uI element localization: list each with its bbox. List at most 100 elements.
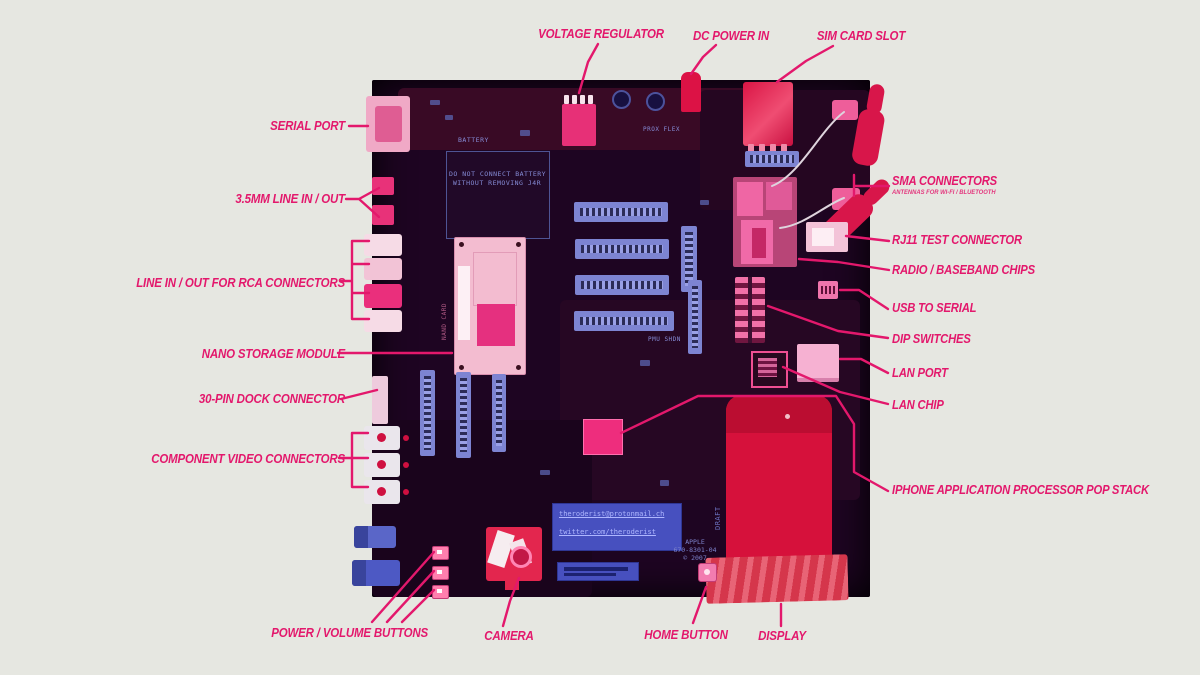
battery-silkscreen: BATTERY [458,136,489,144]
slot-pins [496,380,502,446]
indicator-dot [403,435,409,441]
smd-component [640,360,650,366]
copyright-text: © 2007 [683,554,707,562]
module-screw [516,365,521,370]
serial-port-shell [375,106,402,142]
dock-connector-30pin [372,376,388,424]
component-video-connector [364,453,400,477]
nano-storage-module [454,237,526,375]
label-rj11-test-connector: RJ11 TEST CONNECTOR [892,233,1022,247]
leader-power-volume [370,550,436,624]
warning-line1: DO NOT CONNECT BATTERY [449,170,547,178]
label-app-processor-pop-stack: IPHONE APPLICATION PROCESSOR POP STACK [892,483,1149,497]
dip-gap [748,277,752,343]
leader-dc-power [689,43,718,76]
audio-jack-35mm [372,205,394,225]
expansion-slot [575,239,669,259]
leader-camera [501,576,521,628]
warning-line2: WITHOUT REMOVING J4R [452,179,542,187]
component-video-connector [364,426,400,450]
nand-chip [477,304,515,346]
regulator-pin [588,95,593,104]
lan-chip-component [751,351,788,388]
expansion-slot-vertical [688,280,702,354]
contact-twitter: twitter.com/theroderist [559,528,656,536]
leader-usb-serial [838,288,890,311]
camera-flex-tail [505,579,519,590]
connector-pin [377,433,386,442]
earpiece-dot [785,414,790,419]
label-camera: CAMERA [484,629,534,643]
indicator-dot [403,489,409,495]
label-nano-storage-module: NANO STORAGE MODULE [201,347,345,361]
smd-component [520,130,530,136]
battery-warning-text: DO NOT CONNECT BATTERY WITHOUT REMOVING … [449,170,547,188]
power-volume-button [432,566,449,580]
leader-lan-port [838,357,890,375]
sim-card-slot-component [743,82,793,154]
slot-pins [692,286,698,348]
slot-pins [580,317,668,325]
part-number-text: 670-8301-04 [673,546,717,554]
label-dock-connector: 30-PIN DOCK CONNECTOR [198,392,345,406]
leader-radio [797,257,891,272]
expansion-slot-vertical [492,374,506,452]
rca-connector [364,234,402,256]
rj11-opening [812,228,834,246]
antenna-wire [771,111,845,187]
barrel-connector [354,526,396,548]
label-sma-sublabel: ANTENNAS FOR WI-FI / BLUETOOTH [892,189,996,196]
home-button-component [698,563,717,582]
leader-dip-switches [766,304,890,340]
module-connector-strip [458,266,470,340]
maker-text: APPLE [685,538,705,546]
battery-warning-outline [446,151,550,239]
label-dip-switches: DIP SWITCHES [892,332,971,346]
component-pins [821,286,835,294]
label-power-volume-buttons: POWER / VOLUME BUTTONS [271,626,428,640]
module-screw [516,242,521,247]
voltage-regulator-component [562,95,596,146]
radio-chip-core [752,228,766,258]
chip-core [758,358,777,377]
leader-home-button [691,585,708,625]
button-core [437,550,442,554]
leader-sma [852,173,891,198]
expansion-slot [574,311,674,331]
expansion-slot-vertical [420,370,435,456]
label-lan-port: LAN PORT [892,366,948,380]
leader-voltage-regulator [577,42,600,95]
slot-pins [581,281,663,289]
rca-connector [364,258,402,280]
label-display: DISPLAY [758,629,806,643]
expansion-slot-vertical [456,372,471,458]
label-radio-baseband-chips: RADIO / BASEBAND CHIPS [892,263,1035,277]
screw-hole [646,92,665,111]
baseband-chip [737,182,763,216]
regulator-pin [580,95,585,104]
sma-connector-base [832,100,858,120]
prox-flex-silkscreen: PROX FLEX [643,126,681,133]
display-top-band [726,395,832,433]
rca-connector [364,310,402,332]
component-video-connector [364,480,400,504]
radio-baseband-module [733,177,797,267]
expansion-slot-vertical [681,226,697,292]
contact-email: theroderist@protonmail.ch [559,510,665,518]
serial-port-connector [366,96,410,152]
connector-cap [352,560,366,586]
label-component-video: COMPONENT VIDEO CONNECTORS [151,452,345,466]
smd-component [700,200,709,205]
antenna-wire [779,197,845,229]
smd-component [540,470,550,475]
expansion-slot [575,275,669,295]
label-lan-chip: LAN CHIP [892,398,944,412]
rca-connector [364,284,402,308]
leader-rca-bracket [339,239,371,321]
camera-lens [510,546,532,568]
label-35mm-line-in-out: 3.5MM LINE IN / OUT [235,192,345,206]
label-usb-to-serial: USB TO SERIAL [892,301,977,315]
leader-app-processor [619,394,890,493]
